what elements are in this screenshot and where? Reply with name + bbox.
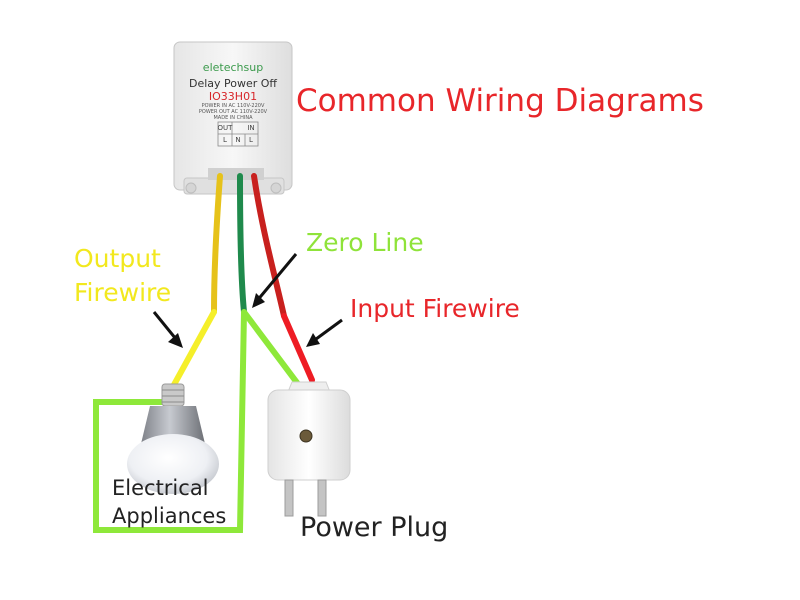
device-function: Delay Power Off <box>188 77 278 90</box>
label-zero-line: Zero Line <box>306 228 424 257</box>
bulb-globe <box>127 434 219 494</box>
mount-tab-right <box>270 182 282 194</box>
arrow-output-head <box>168 333 183 348</box>
device-model: IO33H01 <box>208 90 258 103</box>
highlight-green-to-plug <box>241 309 301 387</box>
light-bulb <box>127 383 219 494</box>
mount-tab-left <box>185 182 197 194</box>
label-electrical-appliances: Electrical Appliances <box>112 476 227 528</box>
wire-red <box>251 173 287 319</box>
device-spec-1: POWER IN AC 110V-220V <box>201 103 265 109</box>
terminal-out-label: OUT <box>217 124 233 132</box>
wire-yellow <box>211 173 223 315</box>
arrows <box>152 253 343 348</box>
highlight-yellow-line <box>167 309 217 395</box>
arrow-input-head <box>306 333 320 347</box>
device-brand: eletechsup <box>202 61 264 74</box>
page-title: Common Wiring Diagrams <box>296 83 704 119</box>
highlight-green-loop <box>93 311 247 533</box>
plug-screw <box>299 429 313 443</box>
arrow-input-shaft <box>311 318 343 344</box>
label-power-plug: Power Plug <box>300 512 449 543</box>
power-plug <box>267 381 351 517</box>
terminal-l2-label: L <box>249 136 253 144</box>
plug-prong-right <box>317 479 327 517</box>
highlight-wiring <box>93 309 315 533</box>
terminal-l1-label: L <box>223 136 227 144</box>
device-spec-2: POWER OUT AC 110V-220V <box>198 109 268 115</box>
highlight-red-line <box>281 313 315 383</box>
plug-prong-left <box>284 479 294 517</box>
terminal-in-label: IN <box>247 124 255 132</box>
terminal-n-label: N <box>235 136 241 144</box>
wires <box>211 173 287 319</box>
module-base <box>183 177 285 195</box>
arrow-zero-head <box>252 293 265 308</box>
label-output-firewire: Output Firewire <box>74 244 172 307</box>
arrow-zero-shaft <box>254 253 298 303</box>
bulb-socket <box>161 383 185 407</box>
device-origin: MADE IN CHINA <box>213 115 253 121</box>
label-input-firewire: Input Firewire <box>350 294 520 323</box>
wire-green <box>237 173 247 315</box>
